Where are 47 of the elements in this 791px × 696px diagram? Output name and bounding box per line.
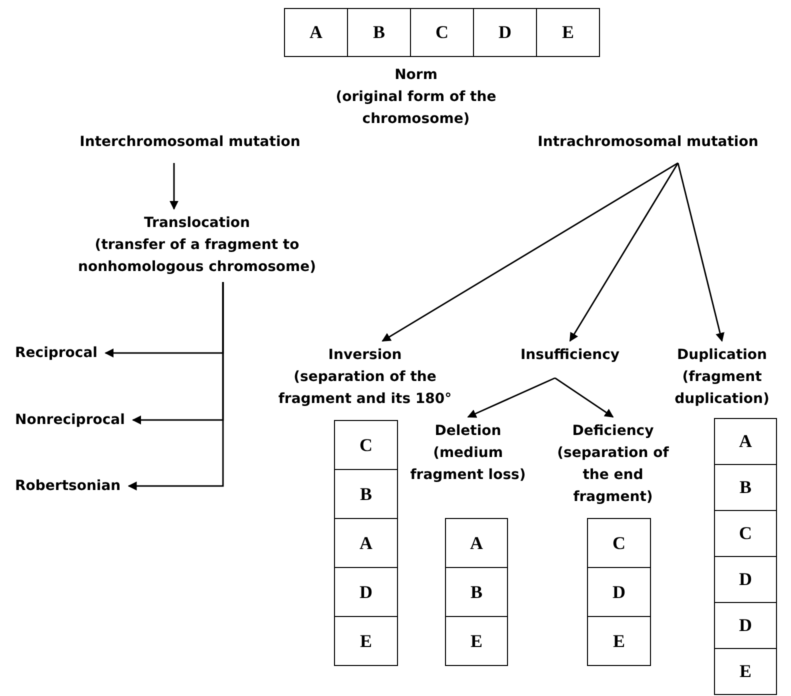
- arrow: [677, 162, 724, 342]
- chromosome-segment: B: [334, 469, 398, 519]
- node-description: (medium fragment loss): [409, 444, 527, 485]
- node-description: (transfer of a fragment to nonhomologous chromosome): [77, 236, 317, 277]
- node-heading: Duplication: [676, 346, 768, 365]
- chromosome-segment: E: [714, 648, 777, 695]
- chromosome-segment: A: [334, 518, 398, 568]
- chromosome-segment: A: [445, 518, 508, 568]
- chromosome-segment: C: [334, 420, 398, 470]
- chromosome-segment: D: [334, 567, 398, 617]
- chromosome-segment: C: [587, 518, 651, 568]
- chromosome-description: (original form of the chromosome): [334, 88, 498, 129]
- chromosome-title: Norm: [394, 66, 438, 85]
- chromosome-segment: A: [284, 8, 348, 57]
- arrow: [467, 377, 556, 418]
- chromosome-segment: C: [714, 510, 777, 557]
- chromosome-segment: D: [714, 602, 777, 649]
- chromosome-segment: E: [334, 616, 398, 666]
- node-heading: Inversion: [327, 346, 403, 365]
- chromosome-segment: A: [714, 418, 777, 465]
- chromosome-segment: E: [587, 616, 651, 666]
- node-label: Insufficiency: [505, 344, 635, 366]
- node-heading: Translocation: [143, 214, 251, 233]
- arrow: [128, 282, 224, 490]
- node-label: Robertsonian: [15, 475, 121, 497]
- node-description: (separation of the fragment and its 180°: [277, 368, 453, 409]
- chromosome-segment: D: [587, 567, 651, 617]
- node-label: Nonreciprocal: [15, 409, 125, 431]
- arrow: [554, 377, 614, 418]
- arrow: [569, 162, 679, 342]
- node-heading: Deletion: [434, 422, 502, 441]
- chromosome-segment: B: [714, 464, 777, 511]
- arrow: [382, 162, 678, 342]
- node-heading: Deficiency: [571, 422, 655, 441]
- node-description: (fragment duplication): [674, 368, 770, 409]
- chromosome-segment: E: [536, 8, 600, 57]
- chromosome-segment: B: [347, 8, 411, 57]
- node-label: Intrachromosomal mutation: [503, 131, 791, 153]
- chromosome-segment: E: [445, 616, 508, 666]
- chromosome-segment: C: [410, 8, 474, 57]
- chromosome-segment: D: [714, 556, 777, 603]
- node-label: Interchromosomal mutation: [40, 131, 340, 153]
- chromosome-segment: D: [473, 8, 537, 57]
- node-label: Reciprocal: [15, 342, 98, 364]
- node-description: (separation of the end fragment): [556, 444, 670, 507]
- chromosome-segment: B: [445, 567, 508, 617]
- arrow: [170, 163, 178, 210]
